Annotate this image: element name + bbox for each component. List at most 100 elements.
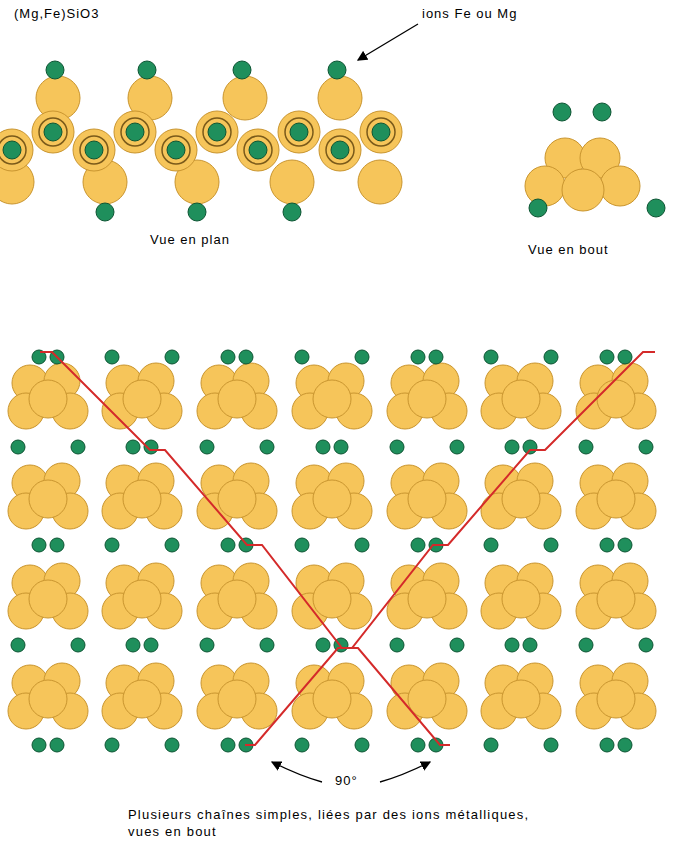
metal-ion — [484, 738, 498, 752]
metal-ion — [372, 123, 390, 141]
metal-ion — [639, 440, 653, 454]
metal-ion — [390, 638, 404, 652]
oxygen-atom — [218, 380, 256, 418]
metal-ion — [523, 440, 537, 454]
metal-ion — [126, 440, 140, 454]
oxygen-atom — [502, 580, 540, 618]
metal-ion — [618, 350, 632, 364]
oxygen-atom — [597, 380, 635, 418]
oxygen-atom — [278, 111, 320, 153]
oxygen-atom — [155, 129, 197, 171]
caption: Plusieurs chaînes simples, liées par des… — [128, 806, 548, 840]
metal-ion — [505, 440, 519, 454]
oxygen-atom — [0, 136, 26, 164]
oxygen-atom — [218, 680, 256, 718]
oxygen-atom — [597, 580, 635, 618]
oxygen-atom — [525, 166, 565, 206]
metal-ion — [188, 203, 206, 221]
metal-ion — [11, 638, 25, 652]
metal-ion — [221, 350, 235, 364]
metal-ion — [316, 440, 330, 454]
metal-ion — [221, 738, 235, 752]
metal-ion — [618, 538, 632, 552]
formula-label: (Mg,Fe)SiO3 — [14, 6, 99, 22]
metal-ion — [126, 638, 140, 652]
metal-ion — [355, 738, 369, 752]
metal-ion — [411, 538, 425, 552]
metal-ion — [600, 350, 614, 364]
callout-label: ions Fe ou Mg — [422, 6, 517, 22]
oxygen-atom — [408, 480, 446, 518]
metal-ion — [283, 203, 301, 221]
oxygen-atom — [73, 129, 115, 171]
metal-ion — [138, 61, 156, 79]
metal-ion — [165, 350, 179, 364]
metal-ion — [429, 350, 443, 364]
metal-ion — [328, 61, 346, 79]
metal-ion — [144, 638, 158, 652]
metal-ion — [11, 440, 25, 454]
metal-ion — [239, 350, 253, 364]
end-view-chain — [525, 103, 665, 217]
metal-ion — [411, 738, 425, 752]
metal-ion — [290, 123, 308, 141]
oxygen-atom — [502, 380, 540, 418]
metal-ion — [200, 440, 214, 454]
oxygen-atom — [162, 136, 190, 164]
metal-ion — [334, 440, 348, 454]
metal-ion — [411, 350, 425, 364]
oxygen-atom — [562, 169, 604, 211]
metal-ion — [355, 538, 369, 552]
oxygen-atom — [367, 118, 395, 146]
oxygen-atom — [502, 480, 540, 518]
metal-ion — [484, 538, 498, 552]
oxygen-atom — [313, 380, 351, 418]
view-label: Vue en bout — [528, 242, 609, 258]
metal-ion — [105, 538, 119, 552]
metal-ion — [316, 638, 330, 652]
metal-ion — [208, 123, 226, 141]
oxygen-atom — [600, 166, 640, 206]
oxygen-atom — [358, 160, 402, 204]
metal-ion — [600, 538, 614, 552]
angle-label: 90° — [333, 773, 360, 789]
metal-ion — [355, 350, 369, 364]
metal-ion — [295, 350, 309, 364]
oxygen-atom — [123, 580, 161, 618]
metal-ion — [165, 538, 179, 552]
metal-ion — [249, 141, 267, 159]
metal-ion — [96, 203, 114, 221]
oxygen-atom — [313, 480, 351, 518]
oxygen-atom — [29, 380, 67, 418]
metal-ion — [295, 538, 309, 552]
metal-ion — [639, 638, 653, 652]
oxygen-atom — [319, 129, 361, 171]
oxygen-atom — [597, 480, 635, 518]
oxygen-atom — [244, 136, 272, 164]
oxygen-atom — [29, 480, 67, 518]
oxygen-atom — [123, 680, 161, 718]
cleavage-lines — [40, 352, 655, 745]
metal-ion — [544, 350, 558, 364]
metal-ion — [221, 538, 235, 552]
metal-ion — [50, 538, 64, 552]
metal-ion — [390, 440, 404, 454]
metal-ion — [484, 350, 498, 364]
oxygen-atom — [360, 111, 402, 153]
metal-ion — [3, 141, 21, 159]
oxygen-atom — [80, 136, 108, 164]
chain-grid — [8, 350, 656, 752]
oxygen-atom — [408, 680, 446, 718]
oxygen-atom — [123, 480, 161, 518]
oxygen-atom — [237, 129, 279, 171]
oxygen-atom — [29, 680, 67, 718]
metal-ion — [593, 103, 611, 121]
oxygen-atom — [114, 111, 156, 153]
oxygen-atom — [29, 580, 67, 618]
metal-ion — [505, 638, 519, 652]
metal-ion — [544, 538, 558, 552]
metal-ion — [523, 638, 537, 652]
metal-ion — [46, 61, 64, 79]
metal-ion — [71, 638, 85, 652]
